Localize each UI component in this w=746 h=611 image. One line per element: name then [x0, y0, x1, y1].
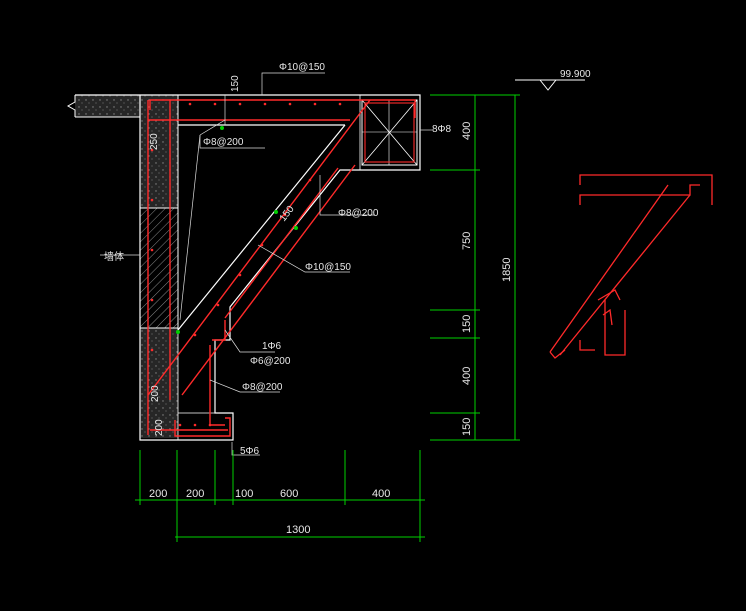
annotations: Φ10@150 150 8Φ8 250 Φ8@200 150 Φ8@200 Φ1… [104, 62, 452, 457]
right-dim-labels: 400 750 150 400 150 1850 [461, 122, 513, 436]
right-dim-4: 150 [461, 418, 473, 436]
diag-thickness-label: 150 [278, 204, 297, 224]
wall-label: 墙体 [104, 250, 124, 263]
bottom-dim-0: 200 [149, 488, 167, 500]
bar-1phi6-label: 1Φ6 [262, 341, 282, 352]
bottom-h2-label: 200 [154, 419, 165, 436]
top-thickness-label: 150 [230, 75, 241, 92]
bottom-dimensions [135, 450, 425, 542]
right-dimensions [430, 94, 520, 441]
wall-block [66, 95, 179, 438]
right-small-label: 8Φ8 [432, 124, 452, 135]
top-bar-label: Φ10@150 [279, 62, 325, 73]
elevation-label: 99.900 [560, 69, 591, 80]
green-ticks [176, 126, 298, 334]
elevation-marker [515, 79, 585, 91]
bottom-dim-2: 100 [235, 488, 253, 500]
right-dim-3: 400 [461, 367, 473, 385]
leader-lines [100, 72, 432, 456]
stirrup-upper-label: Φ8@200 [203, 137, 244, 148]
bottom-dim-4: 400 [372, 488, 390, 500]
rebar-detail [549, 174, 713, 359]
right-dim-1: 750 [461, 232, 473, 250]
bottom-dim-total: 1300 [286, 524, 310, 536]
bottom-dim-labels: 200 200 100 600 400 1300 [149, 488, 390, 536]
right-dim-0: 400 [461, 122, 473, 140]
stirrup-right-label: Φ8@200 [338, 208, 379, 219]
bottom-h1-label: 200 [150, 385, 161, 402]
bottom-dim-1: 200 [186, 488, 204, 500]
stirrup-lower-label: Φ8@200 [242, 382, 283, 393]
diag-bar-label: Φ10@150 [305, 262, 351, 273]
stirrup-phi6-label: Φ6@200 [250, 356, 291, 367]
rebar-dots [150, 102, 342, 427]
right-dim-2: 150 [461, 315, 473, 333]
right-dim-total: 1850 [501, 258, 513, 282]
bottom-bars-label: 5Φ6 [240, 446, 260, 457]
rebar-main [147, 99, 416, 437]
bottom-dim-3: 600 [280, 488, 298, 500]
left-thickness-label: 250 [149, 133, 160, 150]
